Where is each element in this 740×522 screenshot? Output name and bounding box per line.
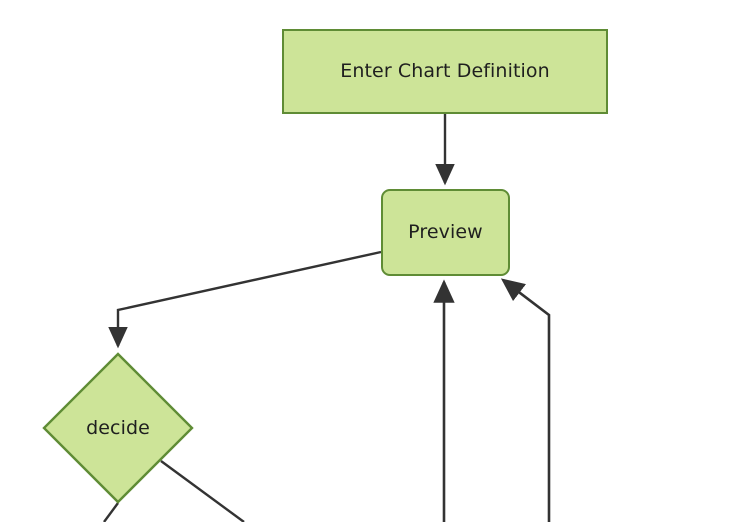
node-label-enter-chart-definition: Enter Chart Definition	[340, 60, 550, 83]
node-decide[interactable]: decide	[42, 352, 194, 504]
node-label-decide: decide	[86, 416, 150, 439]
edge-preview-to-decide	[108, 250, 382, 349]
node-preview[interactable]: Preview	[381, 189, 510, 276]
node-label-preview: Preview	[408, 221, 483, 244]
edge-decide-right-out	[160, 460, 245, 522]
node-enter-chart-definition[interactable]: Enter Chart Definition	[282, 29, 608, 114]
diamond-shape	[42, 352, 194, 504]
edge-bottom-right-to-preview	[500, 278, 551, 522]
edge-decide-left-out	[103, 502, 119, 522]
